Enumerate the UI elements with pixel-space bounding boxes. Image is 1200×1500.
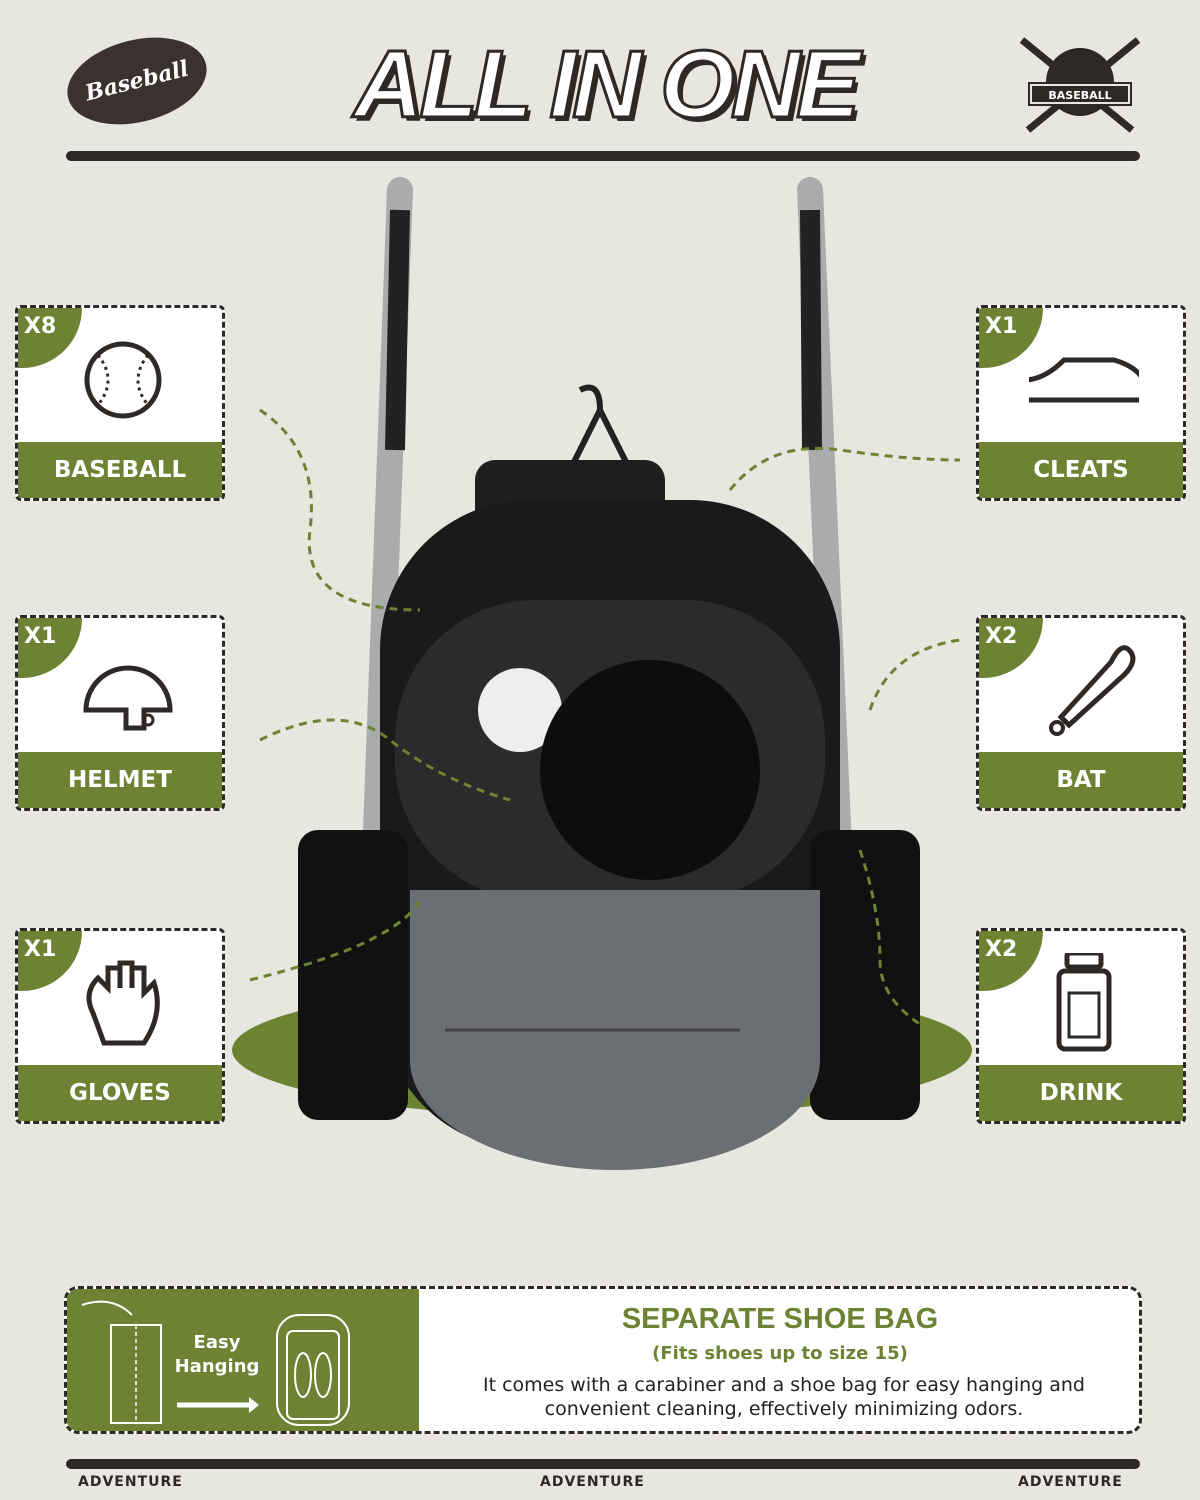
- page-title: ALL IN ONE: [352, 30, 861, 140]
- item-label: DRINK: [979, 1065, 1183, 1121]
- footer-divider: [66, 1459, 1140, 1469]
- item-card-drink: X2 DRINK: [976, 928, 1186, 1124]
- shoe-bag-title: SEPARATE SHOE BAG: [621, 1303, 939, 1335]
- hanging-text: Hanging: [174, 1356, 260, 1377]
- baseball-emblem: BASEBALL: [1012, 32, 1148, 136]
- item-card-bat: X2 BAT: [976, 615, 1186, 811]
- item-label: GLOVES: [18, 1065, 222, 1121]
- backpack-image: [232, 177, 972, 1170]
- hanging-bag-icon: [81, 1300, 350, 1426]
- footer-brand-left: ADVENTURE: [78, 1474, 183, 1490]
- item-card-cleats: X1 CLEATS: [976, 305, 1186, 501]
- item-card-baseball: X8 BASEBALL: [15, 305, 225, 501]
- footer-brand-right: ADVENTURE: [1018, 1474, 1123, 1490]
- footer-brand-center: ADVENTURE: [540, 1474, 645, 1490]
- count-badge: X1: [979, 308, 1043, 368]
- header-divider: [66, 151, 1140, 161]
- item-label: HELMET: [18, 752, 222, 808]
- helmet-icon: [83, 665, 173, 731]
- emblem-label: BASEBALL: [1028, 82, 1132, 106]
- easy-text: Easy: [193, 1332, 241, 1353]
- item-card-helmet: X1 HELMET: [15, 615, 225, 811]
- item-label: CLEATS: [979, 442, 1183, 498]
- bat-icon: [1049, 645, 1136, 736]
- baseball-logo: Baseball: [58, 24, 216, 138]
- drink-icon: [1056, 953, 1112, 1052]
- shoe-bag-description: It comes with a carabiner and a shoe bag…: [483, 1374, 1085, 1420]
- shoe-bag-subtitle: (Fits shoes up to size 15): [652, 1343, 908, 1364]
- item-label: BAT: [979, 752, 1183, 808]
- logo-text: Baseball: [82, 55, 192, 107]
- count-badge: X1: [18, 931, 82, 991]
- item-label: BASEBALL: [18, 442, 222, 498]
- cleats-icon: [1029, 357, 1139, 403]
- baseball-icon: [84, 341, 162, 419]
- item-card-gloves: X1 GLOVES: [15, 928, 225, 1124]
- glove-icon: [86, 960, 160, 1046]
